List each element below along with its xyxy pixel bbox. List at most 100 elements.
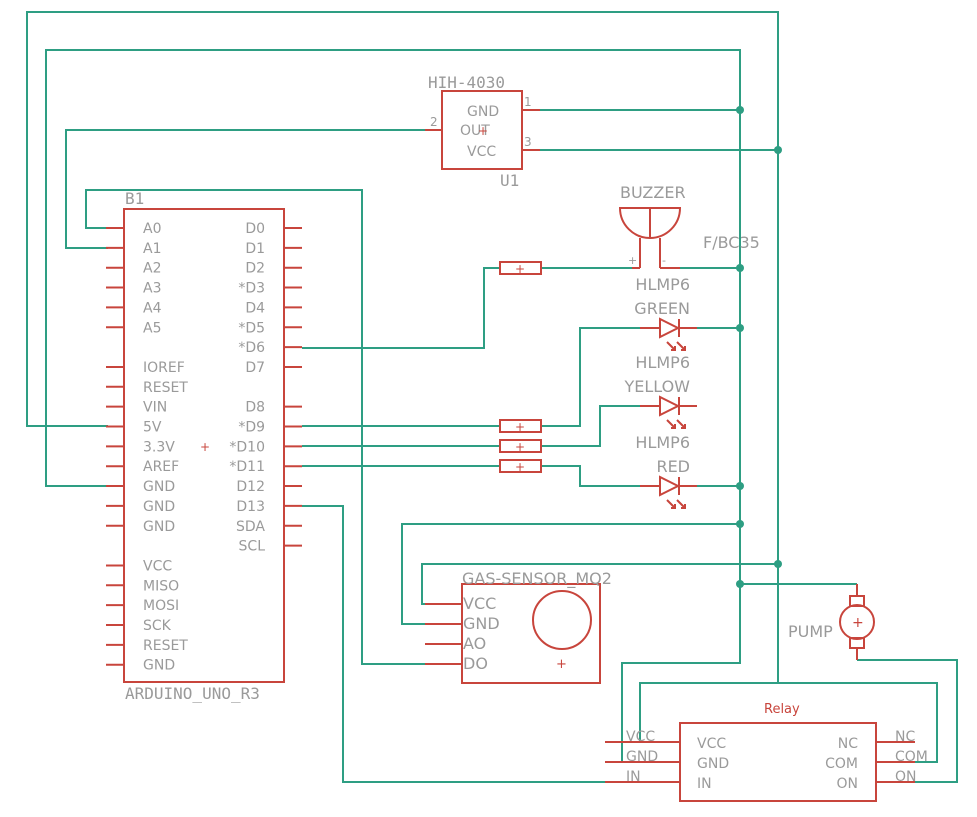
led-emission-arrows — [666, 341, 686, 351]
resistor-origin-mark: + — [515, 420, 525, 434]
gas-sensor-part: GAS-SENSOR_MQ2 — [462, 569, 612, 589]
buzzer-pos-mark: + — [628, 254, 637, 267]
relay-int-pin-gnd: GND — [697, 756, 729, 772]
relay-int-pin-com: COM — [825, 756, 858, 772]
gas-pin-do: DO — [463, 654, 488, 673]
arduino-pin-a2: A2 — [143, 261, 161, 277]
arduino-pin-gnd: GND — [143, 519, 175, 535]
hih-pin-gnd: GND — [467, 104, 499, 120]
relay-ext-pin-in: IN — [626, 769, 641, 785]
arduino-pin-3-3v: 3.3V — [143, 439, 175, 455]
wires — [26, 11, 958, 783]
pump-body — [839, 604, 875, 640]
pump-motor: + PUMP — [788, 584, 875, 660]
arduino-pin-ioref: IOREF — [143, 360, 185, 376]
resistor-origin-mark: + — [515, 262, 525, 276]
led-part: HLMP6 — [635, 353, 690, 372]
arduino-pin-d13: D13 — [236, 499, 265, 515]
pump-center-mark: + — [852, 615, 864, 631]
wire-yellow-led — [541, 405, 640, 447]
resistor — [499, 459, 542, 473]
arduino-pin-d10: *D10 — [229, 439, 265, 455]
hih4030-sensor: HIH-4030 U1 GND OUT VCC 1 2 3 + — [425, 73, 540, 190]
hih-pin-num-1: 1 — [524, 95, 532, 109]
arduino-pin-d3: *D3 — [238, 281, 265, 297]
arduino-pin-vcc: VCC — [143, 558, 172, 574]
wire-a1-hih-out — [65, 129, 425, 249]
buzzer-part: BUZZER — [620, 183, 686, 202]
arduino-uno: B1 ARDUINO_UNO_R3 + A0A1A2A3A4A5IOREFRES… — [106, 189, 302, 703]
arduino-pin-miso: MISO — [143, 578, 179, 594]
hih-pin-vcc: VCC — [467, 144, 496, 160]
arduino-pin-reset: RESET — [143, 638, 188, 654]
relay-ext-pin-nc: NC — [895, 729, 915, 745]
relay-int-pin-nc: NC — [838, 736, 858, 752]
arduino-pin-d12: D12 — [236, 479, 265, 495]
hih-pin-num-2: 2 — [430, 115, 438, 129]
arduino-pin-reset: RESET — [143, 380, 188, 396]
wire-d6-buzzer — [302, 267, 500, 349]
arduino-left-pins: A0A1A2A3A4A5IOREFRESETVIN5V3.3VAREFGNDGN… — [106, 221, 188, 674]
arduino-pin-d8: D8 — [245, 400, 265, 416]
hih-pin-out: OUT — [460, 123, 490, 139]
buzzer-neg-mark: - — [662, 254, 666, 267]
led-part: HLMP6 — [635, 275, 690, 294]
relay-ext-pin-on: ON — [895, 769, 917, 785]
wire-5v-rail — [26, 11, 779, 743]
junction-dot — [774, 146, 782, 154]
led-color-label: RED — [656, 457, 690, 476]
wire-gnd-rail — [45, 49, 741, 763]
hih-origin-mark: + — [478, 124, 488, 138]
wire-d13-relay-in — [302, 505, 605, 783]
buzzer-transistor: F/BC35 — [703, 233, 760, 252]
resistors: + + + + — [499, 261, 542, 474]
arduino-pin-d5: *D5 — [238, 320, 265, 336]
hih-part: HIH-4030 — [428, 73, 505, 92]
led-color-label: YELLOW — [623, 377, 690, 396]
wire-gas-gnd — [401, 523, 740, 625]
led-emission-arrows — [666, 499, 686, 509]
arduino-pin-sda: SDA — [236, 519, 265, 535]
wire-green-led — [541, 327, 640, 427]
led-color-label: GREEN — [634, 299, 690, 318]
gas-sensor-element — [532, 590, 592, 650]
arduino-pin-sck: SCK — [143, 618, 172, 634]
arduino-pin-aref: AREF — [143, 459, 179, 475]
arduino-pin-d4: D4 — [245, 300, 265, 316]
relay-title: Relay — [764, 702, 800, 717]
arduino-pin-d0: D0 — [245, 221, 265, 237]
junction-dot — [736, 520, 744, 528]
arduino-pin-a1: A1 — [143, 241, 161, 257]
wire-red-led — [541, 465, 640, 487]
gas-pin-gnd: GND — [463, 614, 500, 633]
resistor — [499, 261, 542, 275]
resistor — [499, 439, 542, 453]
relay-ext-pin-gnd: GND — [626, 749, 658, 765]
arduino-name: B1 — [125, 189, 144, 208]
arduino-pin-mosi: MOSI — [143, 598, 179, 614]
led-diode-icon — [659, 395, 681, 417]
wire-pump-neg — [857, 659, 958, 783]
gas-pin-vcc: VCC — [463, 594, 496, 613]
resistor-origin-mark: + — [515, 440, 525, 454]
arduino-pin-d7: D7 — [245, 360, 265, 376]
relay-ext-pin-vcc: VCC — [626, 729, 655, 745]
relay-int-pin-on: ON — [837, 776, 859, 792]
resistor — [499, 419, 542, 433]
resistor-origin-mark: + — [515, 460, 525, 474]
gas-origin-mark: + — [556, 657, 567, 672]
junction-dot — [774, 560, 782, 568]
arduino-pin-gnd: GND — [143, 499, 175, 515]
relay-int-pin-vcc: VCC — [697, 736, 726, 752]
arduino-pin-d2: D2 — [245, 261, 265, 277]
hih-name: U1 — [500, 171, 519, 190]
wire-gas-vcc — [421, 563, 778, 605]
arduino-pin-a4: A4 — [143, 300, 162, 316]
